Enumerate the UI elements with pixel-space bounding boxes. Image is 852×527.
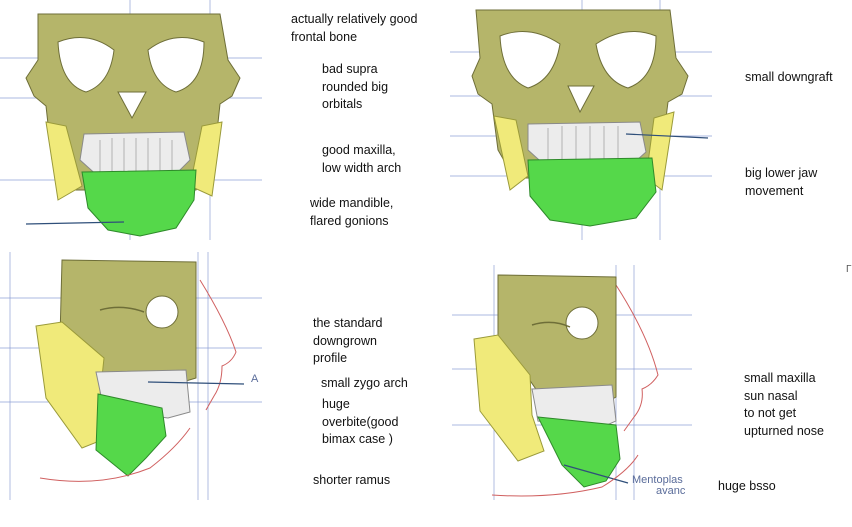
note-supra-orbitals: bad supra rounded big orbitals bbox=[322, 62, 389, 111]
lateral-post-label-advance: avanc bbox=[656, 485, 686, 497]
lateral-pre-skull bbox=[0, 252, 262, 500]
frontal-pre-skull bbox=[0, 0, 262, 240]
note-shorter-ramus: shorter ramus bbox=[313, 473, 391, 487]
note-lower-jaw-movement: big lower jaw movement bbox=[745, 166, 818, 198]
note-huge-bsso: huge bsso bbox=[718, 479, 776, 493]
note-small-downgraft: small downgraft bbox=[745, 70, 833, 84]
lateral-post-skull bbox=[452, 265, 692, 500]
note-small-maxilla-nasal: small maxilla sun nasal to not get uptur… bbox=[744, 371, 824, 438]
note-maxilla-arch: good maxilla, low width arch bbox=[322, 143, 402, 175]
lateral-pre-label-a: A bbox=[251, 373, 259, 385]
frontal-post-image bbox=[450, 0, 720, 240]
lateral-pre-image: A bbox=[0, 252, 262, 500]
frontal-post-skull bbox=[450, 0, 712, 240]
frontal-pre-image bbox=[0, 0, 270, 240]
lateral-post-label-mentoplasty: Mentoplas bbox=[632, 474, 683, 486]
note-small-zygo-arch: small zygo arch bbox=[321, 376, 408, 390]
lateral-post-image: Mentoplas avanc bbox=[452, 265, 692, 500]
note-downgrown-profile: the standard downgrown profile bbox=[313, 316, 383, 365]
note-mandible-gonions: wide mandible, flared gonions bbox=[310, 196, 394, 228]
note-frontal-bone: actually relatively good frontal bone bbox=[291, 12, 418, 44]
edge-mark: Γ bbox=[846, 264, 852, 275]
note-huge-overbite: huge overbite(good bimax case ) bbox=[322, 397, 399, 446]
